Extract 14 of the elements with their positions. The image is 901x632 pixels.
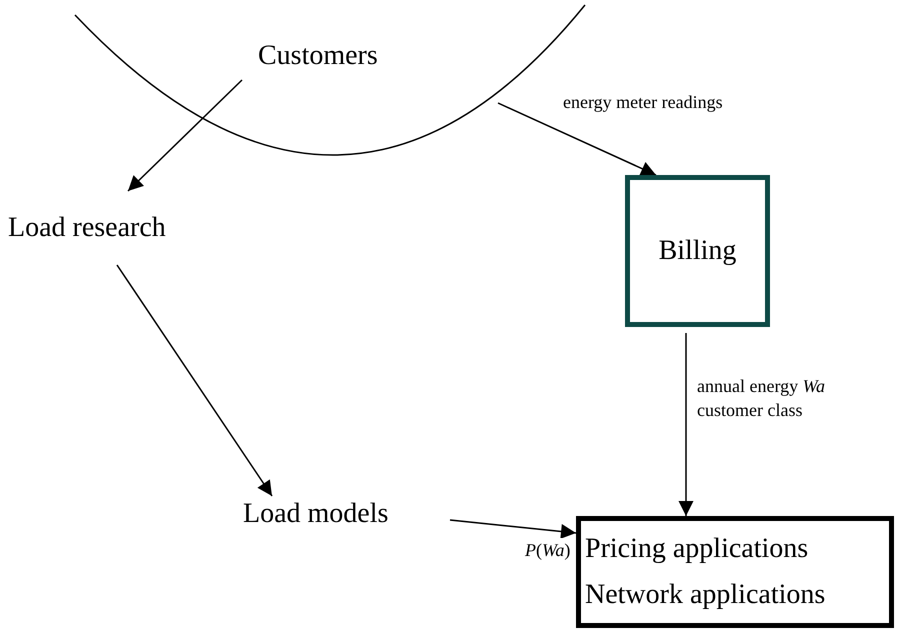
arrow bbox=[678, 333, 694, 516]
arrow bbox=[498, 102, 656, 176]
process-box bbox=[576, 516, 894, 628]
box-label: Network applications bbox=[585, 579, 826, 611]
arrow bbox=[450, 519, 576, 539]
node-label: Customers bbox=[258, 40, 378, 72]
edge-label: P(Wa) bbox=[525, 538, 569, 562]
box-label: Billing bbox=[658, 235, 738, 267]
arrow bbox=[127, 79, 243, 192]
node-label: Load models bbox=[243, 498, 388, 530]
box-label: Pricing applications bbox=[585, 533, 808, 565]
process-box bbox=[625, 175, 770, 327]
arrow bbox=[116, 264, 273, 496]
node-label: Load research bbox=[8, 212, 166, 244]
